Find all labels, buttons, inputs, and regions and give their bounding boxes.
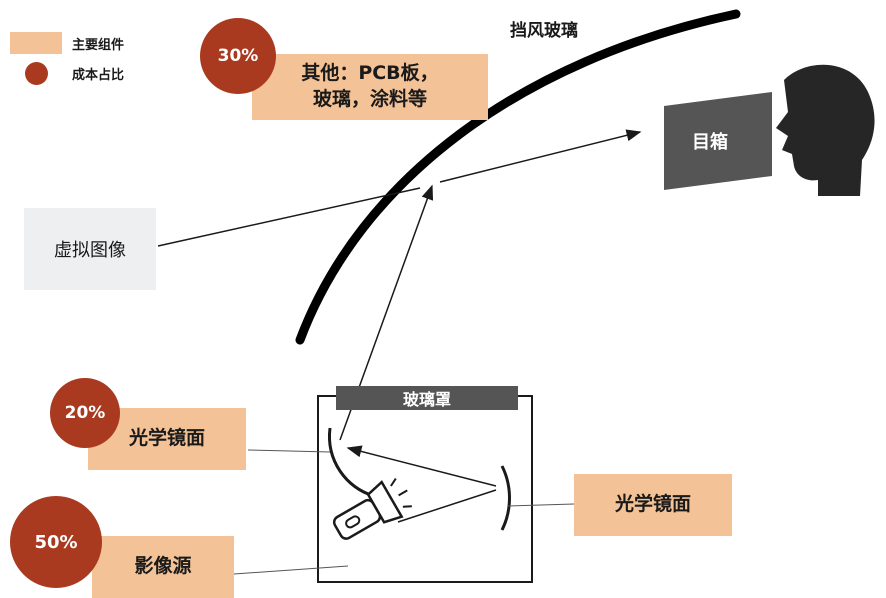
curved-mirror-left	[328, 427, 375, 498]
legend-cost-dot	[25, 62, 48, 85]
legend-component-swatch	[10, 32, 62, 54]
leader-line-image-source	[233, 565, 349, 575]
windshield-curve	[295, 9, 741, 345]
eyebox-panel	[664, 92, 772, 190]
virtual-image-projection-line	[157, 187, 421, 247]
legend-component-label: 主要组件	[72, 38, 125, 53]
cost-circle-optical-mirror: 20%	[50, 378, 120, 448]
light-ray-right-to-left-mirror	[346, 445, 497, 487]
windshield-label: 挡风玻璃	[510, 21, 578, 41]
virtual-image-box: 虚拟图像	[24, 208, 156, 290]
glass-cover-housing	[317, 395, 533, 583]
curved-mirror-right	[500, 465, 511, 531]
head-silhouette-icon	[776, 64, 875, 196]
flashlight-icon	[332, 477, 412, 540]
component-other-line2: 玻璃，涂料等	[312, 88, 427, 110]
component-other-line1: 其他：PCB板，	[301, 62, 439, 85]
component-box-optical-mirror-right: 光学镜面	[574, 474, 732, 536]
glass-cover-label: 玻璃罩	[336, 386, 518, 410]
component-box-other: 其他：PCB板， 玻璃，涂料等	[252, 54, 488, 120]
leader-line-left-mirror	[247, 449, 331, 453]
legend-cost-label: 成本占比	[72, 68, 125, 83]
light-ray-source-to-right-mirror	[397, 489, 497, 523]
cost-circle-other: 30%	[200, 18, 276, 94]
eyebox-label: 目箱	[692, 132, 728, 153]
cost-circle-image-source: 50%	[10, 496, 102, 588]
component-box-image-source: 影像源	[92, 536, 234, 598]
light-ray-windshield-to-eyebox	[439, 129, 642, 183]
leader-line-right-mirror	[507, 503, 575, 507]
